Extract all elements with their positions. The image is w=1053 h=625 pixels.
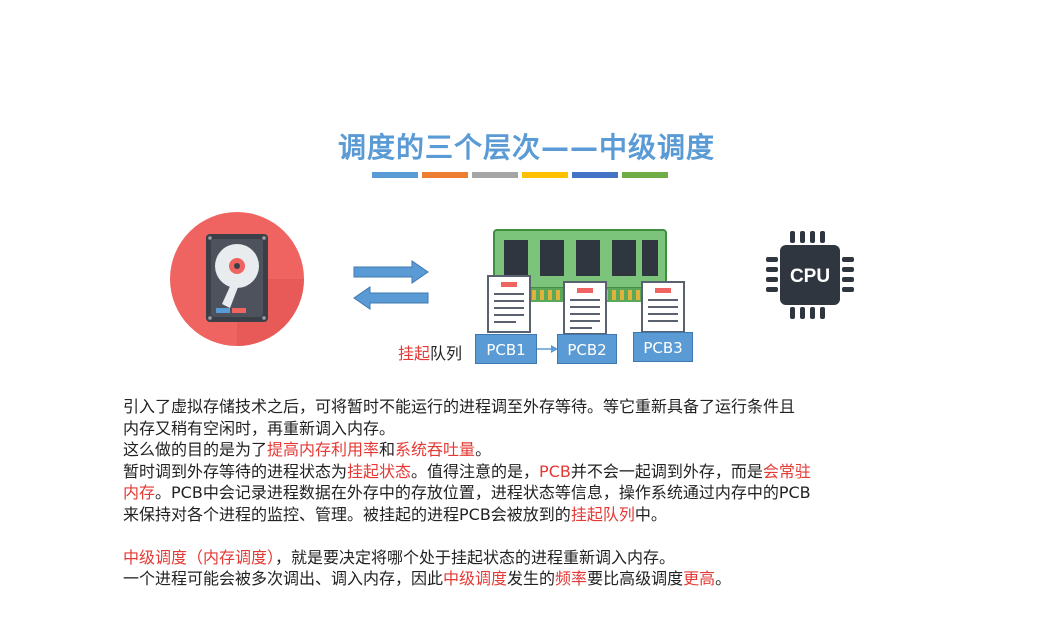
highlight-text: 挂起队列	[570, 504, 635, 524]
page-title: 调度的三个层次——中级调度	[337, 131, 715, 164]
text-span: 中。	[634, 504, 667, 524]
hard-disk-icon	[170, 212, 304, 346]
pcb-document-icon	[563, 281, 607, 335]
stripe-yellow	[522, 172, 568, 178]
stripe-green	[622, 172, 668, 178]
highlight-text: 提高内存利用率	[267, 440, 380, 459]
highlight-text: 中级调度	[443, 569, 508, 588]
text-span: 一个进程可能会被多次调出、调入内存，因此	[123, 569, 444, 588]
pcb-box-3: PCB3	[633, 332, 693, 362]
stripe-orange	[422, 172, 468, 178]
text-span: 并不会一起调到外存，而是	[570, 461, 763, 481]
highlight-text: 频率	[555, 569, 588, 588]
cpu-label: CPU	[790, 266, 830, 287]
paragraph-line: 引入了虚拟存储技术之后，可将暂时不能运行的进程调至外存等待。等它重新具备了运行条…	[123, 397, 796, 416]
pcb-document-icon	[487, 275, 531, 333]
stripe-blue	[372, 172, 418, 178]
swap-arrows-icon	[353, 260, 429, 310]
text-span: 来保持对各个进程的监控、管理。被挂起的进程PCB会被放到的	[123, 504, 571, 524]
highlight-text: 中级调度（内存调度）	[123, 547, 276, 567]
pcb-document-icon	[641, 281, 685, 333]
text-span: 。	[715, 569, 732, 588]
text-span: 。PCB中会记录进程数据在外存中的存放位置，进程状态等信息，操作系统通过内存中的…	[155, 483, 811, 502]
highlight-text: 挂起状态	[347, 461, 412, 481]
text-span: 这么做的目的是为了	[123, 440, 268, 459]
highlight-text: 系统吞吐量	[395, 440, 476, 459]
text-span: 和	[379, 440, 396, 459]
stripe-gray	[472, 172, 518, 178]
highlight-text: 内存	[123, 483, 156, 502]
suspend-queue-label: 挂起队列	[398, 340, 462, 364]
pcb-box-2: PCB2	[557, 334, 617, 364]
paragraph-suspend: 暂时调到外存等待的进程状态为挂起状态。值得注意的是，PCB并不会一起调到外存，而…	[123, 461, 943, 526]
memory-module-icon	[493, 229, 667, 302]
paragraph-frequency: 一个进程可能会被多次调出、调入内存，因此中级调度发生的频率要比高级调度更高。	[123, 568, 943, 590]
body-text: 引入了虚拟存储技术之后，可将暂时不能运行的进程调至外存等待。等它重新具备了运行条…	[123, 396, 943, 590]
cpu-chip-icon: CPU	[766, 231, 854, 319]
text-span: ，就是要决定将哪个处于挂起状态的进程重新调入内存。	[275, 547, 676, 567]
pcb-box-1: PCB1	[475, 334, 537, 364]
text-span: 。	[475, 440, 492, 459]
queue-label-highlight: 挂起	[398, 344, 431, 363]
highlight-text: 会常驻	[762, 461, 811, 481]
paragraph-line: 内存又稍有空闲时，再重新调入内存。	[123, 418, 396, 438]
text-span: 暂时调到外存等待的进程状态为	[123, 461, 348, 481]
highlight-text: 更高	[683, 569, 716, 588]
queue-label-rest: 队列	[430, 344, 463, 363]
text-span: 。值得注意的是，	[411, 461, 540, 481]
text-span: 发生的	[507, 569, 556, 588]
paragraph-gap	[123, 525, 943, 547]
text-span: 要比高级调度	[587, 569, 684, 588]
paragraph-definition: 中级调度（内存调度），就是要决定将哪个处于挂起状态的进程重新调入内存。	[123, 547, 943, 569]
stripe-dark-blue	[572, 172, 618, 178]
paragraph-purpose: 这么做的目的是为了提高内存利用率和系统吞吐量。	[123, 439, 943, 461]
queue-arrow-icon	[537, 345, 558, 353]
highlight-text: PCB	[539, 461, 571, 481]
